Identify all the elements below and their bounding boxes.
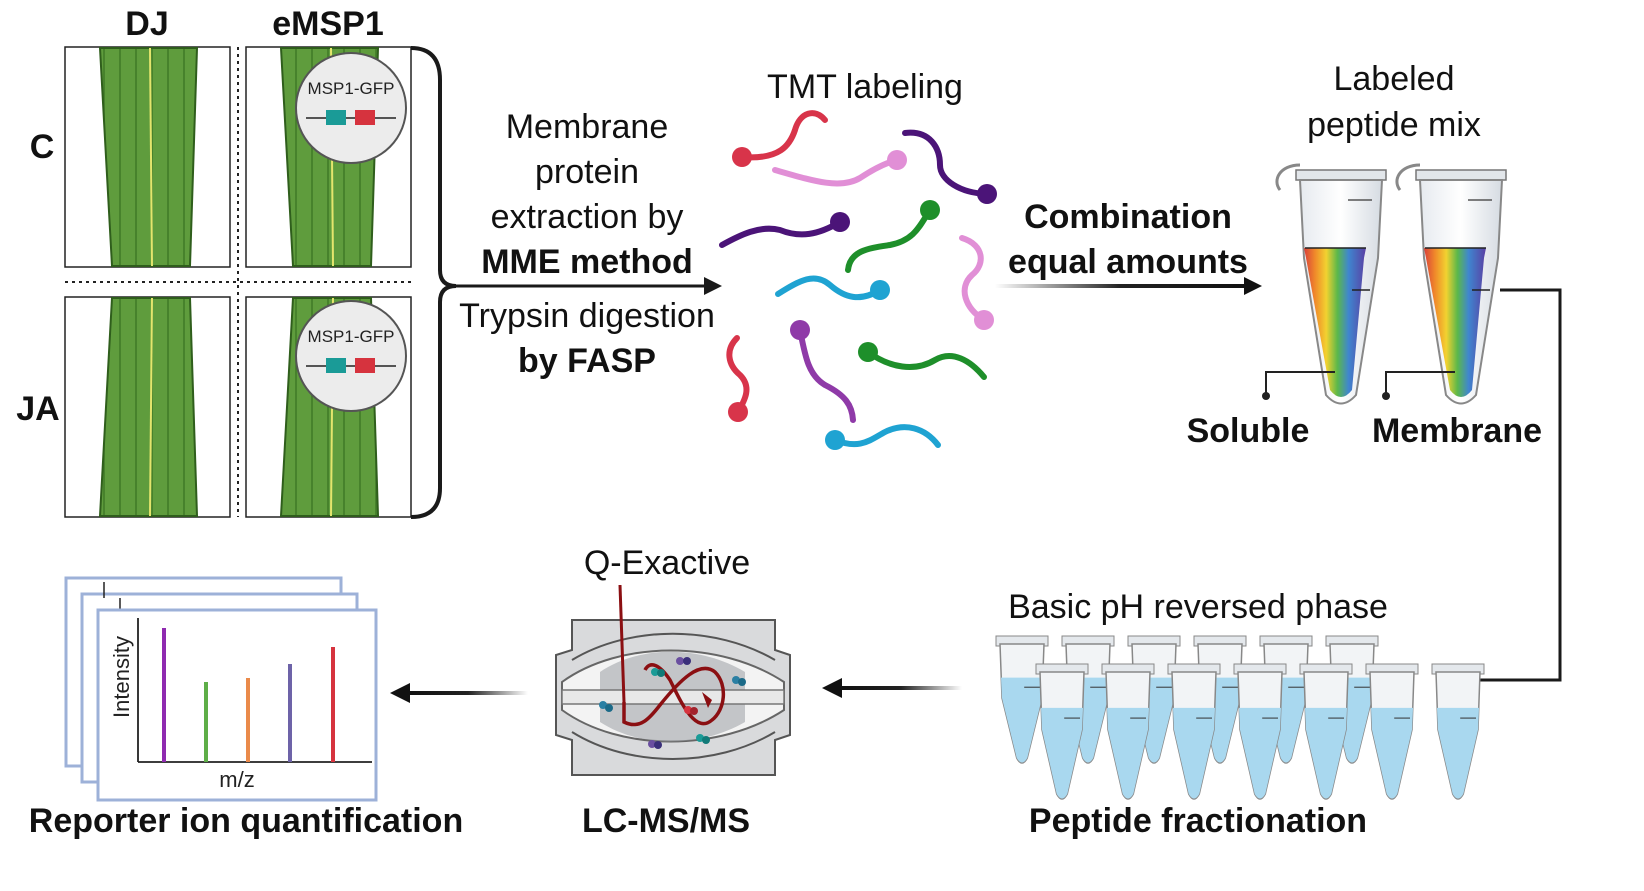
arrow-to-spectrum [408,691,528,695]
fraction-tubes [995,635,1485,800]
fraction-tube [1365,663,1419,800]
spectrum-xlabel: m/z [219,767,254,792]
tube-membrane [1382,163,1507,405]
fraction-tube [1101,663,1155,800]
row-label-c: C [30,128,55,166]
spectrum-ylabel: Intensity [109,636,134,718]
connector-to-fractionation [1478,288,1562,682]
column-label-emsp1: eMSP1 [272,5,384,43]
fraction-tube [1035,663,1089,800]
fraction-tube [995,635,1049,764]
mix-label-line2: peptide mix [1307,106,1481,144]
spectrum-stack [64,576,378,802]
column-label-dj: DJ [125,5,168,43]
combination-line1: Combination [1024,198,1232,236]
combination-line2: equal amounts [1008,243,1248,281]
group-bracket [410,46,457,519]
tube-label-soluble: Soluble [1187,412,1310,450]
leaf-panel-dj-ja [64,296,231,518]
step1-line1: Membrane [506,108,669,146]
fraction-tube [1431,663,1485,800]
step1-line6: by FASP [518,342,656,380]
step1-line5: Trypsin digestion [459,297,715,335]
step1-line4: MME method [481,243,693,281]
spectrum-bottom-label: Reporter ion quantification [29,802,463,840]
leaf-panel-emsp1-ja: MSP1-GFP [245,296,412,518]
construct-label-top: MSP1-GFP [308,79,395,98]
labeled-peptides [719,110,997,450]
fraction-tube [1167,663,1221,800]
ms-top-label: Q-Exactive [584,544,750,582]
arrow-to-ms [840,686,962,690]
tube-soluble [1262,163,1387,405]
mix-label-line1: Labeled [1333,60,1454,98]
fractionation-top-label: Basic pH reversed phase [1008,588,1388,626]
fractionation-bottom-label: Peptide fractionation [1029,802,1367,840]
mass-spectrometer [555,584,791,776]
step1-line3: extraction by [491,198,684,236]
step1-line2: protein [535,153,639,191]
construct-label-bottom: MSP1-GFP [308,327,395,346]
fraction-tube [1233,663,1287,800]
arrow-to-mix [995,284,1245,288]
tube-label-membrane: Membrane [1372,412,1542,450]
fraction-tube [1299,663,1353,800]
row-label-ja: JA [16,390,59,428]
leaf-panel-emsp1-c: MSP1-GFP [245,46,412,268]
ms-bottom-label: LC-MS/MS [582,802,750,840]
leaf-panel-dj-c [64,46,231,268]
tmt-label: TMT labeling [767,68,963,106]
